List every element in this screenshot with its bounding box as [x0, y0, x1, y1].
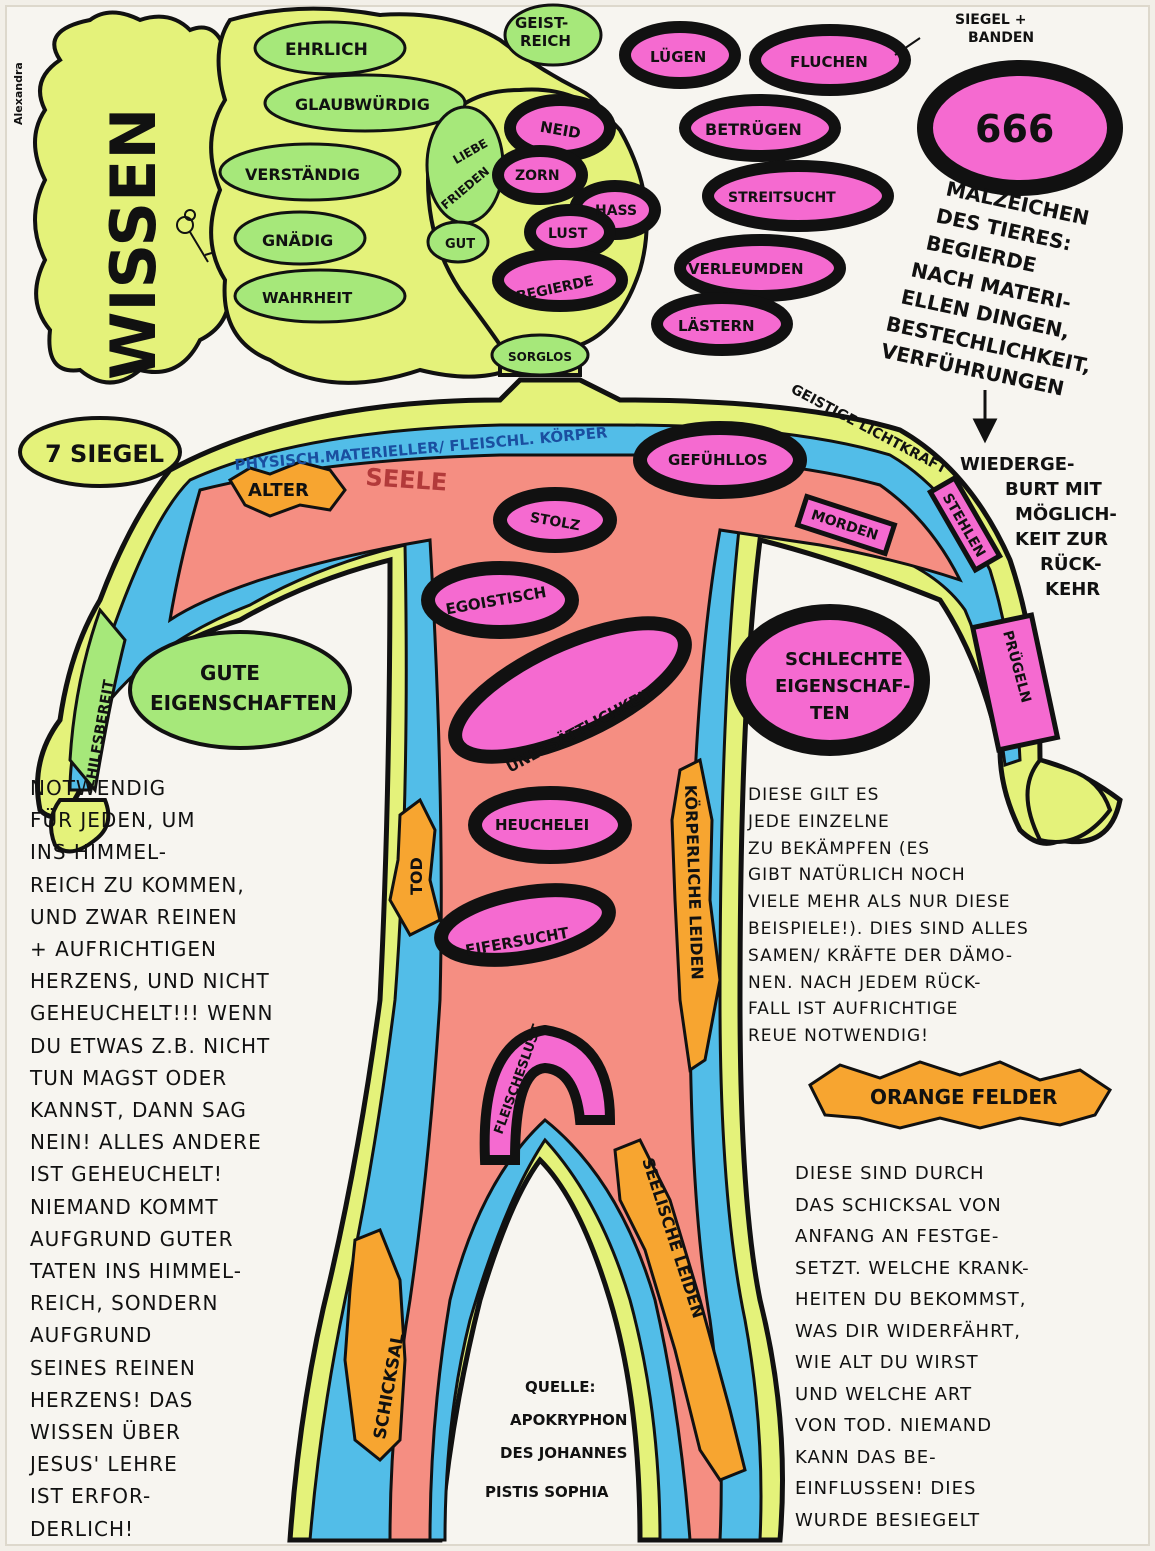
torso-bad-trait: HEUCHELEI: [495, 816, 589, 834]
bad-trait: LÄSTERN: [678, 316, 755, 335]
good-traits-cloud: [130, 632, 350, 748]
svg-text:PISTIS SOPHIA: PISTIS SOPHIA: [485, 1483, 609, 1501]
good-trait: WAHRHEIT: [262, 289, 353, 307]
bad-trait: ZORN: [515, 168, 560, 184]
seele-label: SEELE: [365, 463, 449, 497]
alter-label: ALTER: [248, 480, 309, 501]
bad-trait: LUST: [548, 226, 588, 242]
good-traits-label: GUTE: [200, 661, 260, 685]
bad-traits-label: EIGENSCHAF-: [775, 676, 911, 697]
svg-text:KEHR: KEHR: [1045, 579, 1100, 600]
geistreich-label: REICH: [520, 32, 571, 50]
bad-traits-label: SCHLECHTE: [785, 649, 903, 670]
svg-text:BURT MIT: BURT MIT: [1005, 479, 1103, 500]
bad-trait: FLUCHEN: [790, 53, 868, 71]
torso-bad-trait: GEFÜHLLOS: [668, 450, 768, 469]
svg-text:KEIT ZUR: KEIT ZUR: [1015, 529, 1108, 550]
siegel-banden-label: SIEGEL +: [955, 12, 1026, 28]
svg-text:APOKRYPHON: APOKRYPHON: [510, 1411, 627, 1429]
good-trait: GUT: [445, 237, 475, 252]
orange-fields-label: ORANGE FELDER: [870, 1085, 1057, 1109]
svg-text:QUELLE:: QUELLE:: [525, 1378, 596, 1396]
seven-seals-label: 7 SIEGEL: [45, 440, 164, 468]
bad-trait: LÜGEN: [650, 47, 706, 66]
right-paragraph: DIESE GILT ES JEDE EINZELNE ZU BEKÄMPFEN…: [748, 782, 1128, 1050]
svg-text:RÜCK-: RÜCK-: [1040, 553, 1102, 575]
good-traits-label: EIGENSCHAFTEN: [150, 691, 337, 715]
svg-text:WIEDERGE-: WIEDERGE-: [960, 454, 1075, 475]
left-paragraph: NOTWENDIG FÜR JEDEN, UM INS HIMMEL- REIC…: [30, 772, 360, 1545]
good-trait: GLAUBWÜRDIG: [295, 95, 430, 114]
tod-label: TOD: [407, 857, 426, 895]
bad-trait: STREITSUCHT: [728, 190, 836, 206]
svg-text:DES JOHANNES: DES JOHANNES: [500, 1444, 627, 1462]
good-trait: SORGLOS: [508, 350, 572, 364]
bad-traits-label: TEN: [810, 703, 850, 724]
bad-trait: BETRÜGEN: [705, 120, 802, 139]
good-trait: GNÄDIG: [262, 231, 333, 250]
good-trait: EHRLICH: [285, 40, 368, 60]
bad-trait: VERLEUMDEN: [688, 260, 804, 278]
geistreich-label: GEIST-: [515, 14, 568, 32]
orange-paragraph: DIESE SIND DURCH DAS SCHICKSAL VON ANFAN…: [795, 1158, 1140, 1536]
number-666: 666: [975, 107, 1054, 151]
page-title: WISSEN: [97, 108, 170, 380]
artist-signature: Alexandra: [12, 62, 25, 125]
svg-text:MÖGLICH-: MÖGLICH-: [1015, 503, 1117, 525]
siegel-banden-label: BANDEN: [968, 30, 1034, 46]
good-trait: VERSTÄNDIG: [245, 165, 360, 184]
bad-trait: HASS: [595, 203, 637, 219]
